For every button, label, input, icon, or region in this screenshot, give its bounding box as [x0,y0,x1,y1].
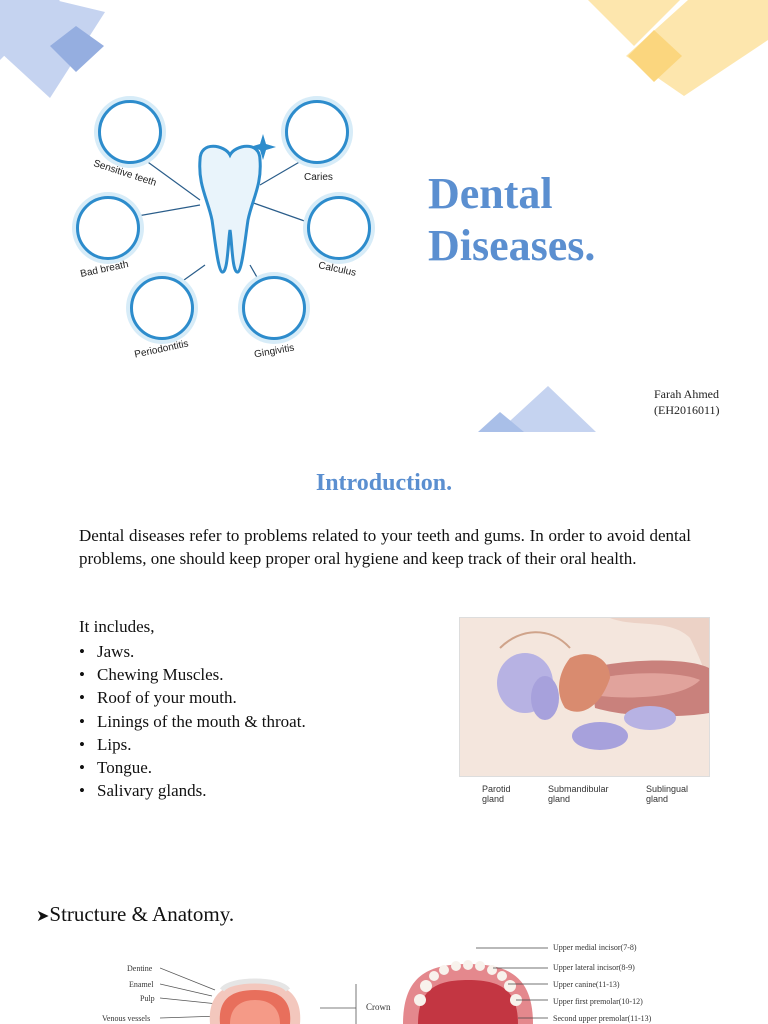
tooth-illustration [198,144,262,274]
periodontitis-icon [130,276,194,340]
includes-list: Jaws. Chewing Muscles. Roof of your mout… [79,640,306,803]
list-lead: It includes, [79,617,155,636]
sparkle-icon [250,134,276,160]
introduction-paragraph: Dental diseases refer to problems relate… [79,526,691,568]
tooth-structure-figure: Dentine Enamel Pulp Venous vessels Crown [100,952,400,1024]
upper-teeth-figure: Upper medial incisor(7-8) Upper lateral … [398,936,678,1024]
list-item: Jaws. [79,640,306,663]
author-block: Farah Ahmed (EH2016011) [654,386,720,418]
arrow-bullet-icon: ➤ [36,908,50,925]
teeth-label: Second upper premolar(11-13) [553,1014,652,1023]
crown-label: Crown [366,1002,391,1012]
introduction-heading: Introduction. [315,470,453,496]
teeth-label: Upper canine(11-13) [553,980,620,989]
top-right-decoration [588,0,768,96]
venous-vessels-label: Venous vessels [102,1014,151,1023]
bad-breath-icon [76,196,140,260]
palate-illustration [403,947,548,1024]
dental-diseases-diagram: Sensitive teeth Caries Bad breath Calcul… [60,90,390,380]
gingivitis-icon [242,276,306,340]
top-left-decoration [0,0,105,98]
calculus-icon [307,196,371,260]
caries-label: Caries [304,172,333,183]
structure-heading: ➤Structure & Anatomy. [36,902,234,927]
parotid-caption: Parotid gland [482,784,511,804]
title-line-1: Dental [428,169,553,218]
mid-triangle-decoration [478,386,596,432]
salivary-glands-figure [459,617,710,777]
teeth-label: Upper first premolar(10-12) [553,997,643,1006]
pulp-label: Pulp [140,994,155,1003]
list-item: Salivary glands. [79,779,306,802]
caries-icon [285,100,349,164]
structure-heading-text: Structure & Anatomy. [49,902,235,926]
tooth-section-illustration [160,967,357,1024]
submandibular-caption: Submandibular gland [548,784,609,804]
sensitive-teeth-icon [98,100,162,164]
teeth-label: Upper lateral incisor(8-9) [553,963,635,972]
sublingual-caption: Sublingual gland [646,784,689,804]
page-title: Dental Diseases. [428,168,595,272]
mouth-illustration [460,618,709,776]
list-item: Linings of the mouth & throat. [79,710,306,733]
enamel-label: Enamel [129,980,154,989]
dentine-label: Dentine [127,964,153,973]
author-id: (EH2016011) [654,403,720,417]
teeth-label: Upper medial incisor(7-8) [553,943,637,952]
list-item: Roof of your mouth. [79,686,306,709]
title-line-2: Diseases. [428,221,596,270]
author-name: Farah Ahmed [654,387,719,401]
list-item: Lips. [79,733,306,756]
list-item: Chewing Muscles. [79,663,306,686]
list-item: Tongue. [79,756,306,779]
